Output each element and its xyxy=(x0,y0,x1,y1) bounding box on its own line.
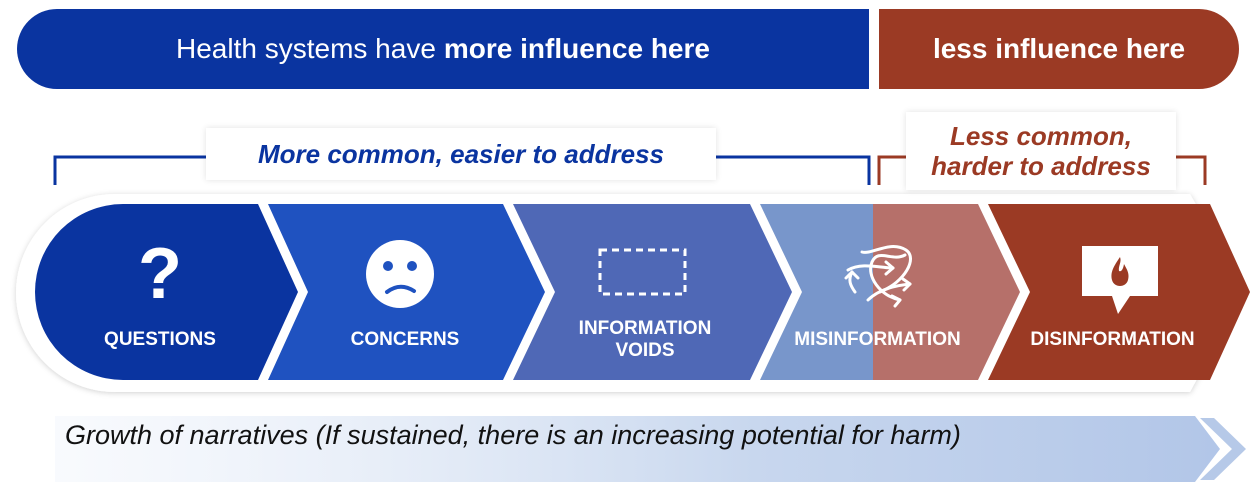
stage-voids-label-line1: INFORMATION xyxy=(578,318,712,339)
more-common-text: More common, easier to address xyxy=(257,138,665,169)
less-common-text-line2: harder to address xyxy=(931,151,1151,181)
question-mark-icon: ? xyxy=(138,234,182,314)
scattered-arrows-icon xyxy=(844,245,912,308)
stage-voids-shape xyxy=(513,204,792,380)
less-common-text-line1: Less common, xyxy=(949,121,1133,151)
stage-concerns-label: CONCERNS xyxy=(350,329,460,350)
banner-left-prefix: Health systems have xyxy=(176,33,436,64)
stage-misinfo-right-shape xyxy=(873,204,1020,380)
stage-voids-label: INFORMATION VOIDS xyxy=(560,318,730,362)
less-influence-banner: less influence here xyxy=(879,9,1239,89)
more-influence-banner: Health systems have more influence here xyxy=(17,9,869,89)
confused-face-icon xyxy=(366,240,434,308)
stage-disinformation-label: DISINFORMATION xyxy=(1030,329,1195,350)
stage-voids-label-line2: VOIDS xyxy=(615,340,675,361)
banner-right-label: less influence here xyxy=(932,33,1186,64)
less-common-label: Less common, harder to address xyxy=(906,112,1176,190)
growth-band xyxy=(55,416,1220,482)
speech-bubble-fire-icon xyxy=(1082,246,1158,314)
stage-questions-shape xyxy=(35,204,298,380)
more-common-label: More common, easier to address xyxy=(206,128,716,180)
stage-questions-label: QUESTIONS xyxy=(104,329,216,350)
growth-chevron-icon xyxy=(1200,418,1246,480)
growth-of-narratives-text: Growth of narratives (If sustained, ther… xyxy=(65,420,961,450)
banner-left-bold: more influence here xyxy=(443,33,710,64)
stage-misinfo-left-shape xyxy=(760,204,873,380)
stage-misinformation-label: MISINFORMATION xyxy=(794,329,961,350)
svg-text:?: ? xyxy=(138,234,182,314)
dashed-box-icon xyxy=(598,248,687,296)
